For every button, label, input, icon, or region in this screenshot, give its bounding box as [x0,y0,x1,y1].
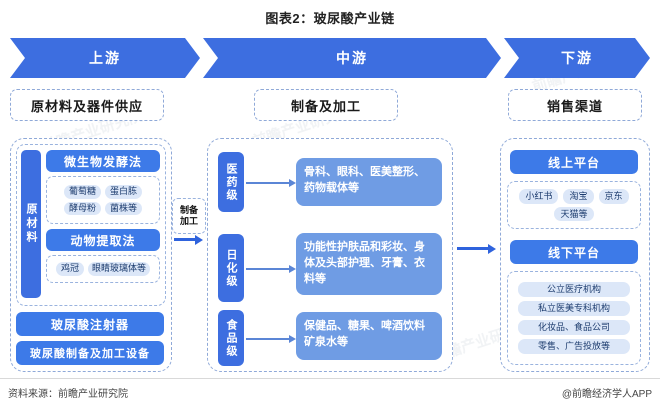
chevron-downstream: 下游 [504,38,650,78]
tag-item: 化妆品、食品公司 [518,320,630,335]
upstream-fermentation-tags: 葡萄糖 蛋白胨 酵母粉 菌株等 [46,176,160,224]
arrow-grade-medical [246,179,296,186]
footer-source: 资料来源：前瞻产业研究院 [8,389,128,400]
upstream-method-fermentation: 微生物发酵法 [46,150,160,172]
downstream-offline-tags: 公立医疗机构 私立医美专科机构 化妆品、食品公司 零售、广告投放等 [507,271,641,365]
tag-item: 天猫等 [554,206,594,222]
arrow-grade-food [246,335,296,342]
footer-divider [0,378,660,379]
chevron-upstream: 上游 [10,38,200,78]
stage-header-midstream: 制备及加工 [254,89,398,121]
arrow-upstream-to-midstream [174,234,203,245]
stage-header-upstream: 原材料及器件供应 [10,89,164,121]
tag-item: 菌株等 [105,201,143,216]
connector-line-2: 加工 [179,216,198,226]
midstream-grade-medical: 医药级 [218,152,244,212]
connector-label-preparation: 制备 加工 [172,198,206,234]
downstream-offline-platform: 线下平台 [510,240,638,264]
tag-item: 酵母粉 [63,201,101,216]
tag-item: 京东 [598,188,629,204]
downstream-online-platform: 线上平台 [510,150,638,174]
chevron-band: 上游 中游 下游 [10,38,650,78]
upstream-device-equipment: 玻尿酸制备及加工设备 [16,341,164,365]
arrow-midstream-to-downstream [457,243,496,254]
midstream-desc-medical: 骨科、眼科、医美整形、药物载体等 [296,158,442,206]
tag-item: 公立医疗机构 [518,282,630,298]
tag-item: 零售、广告投放等 [518,338,630,354]
stage-header-downstream: 销售渠道 [508,89,642,121]
arrow-grade-cosmetic [246,265,296,272]
upstream-animal-tags: 鸡冠 眼睛玻璃体等 [46,255,160,283]
tag-item: 葡萄糖 [63,184,101,199]
midstream-desc-cosmetic: 功能性护肤品和彩妆、身体及头部护理、牙膏、衣料等 [296,233,442,295]
midstream-grade-food: 食品级 [218,310,244,366]
footer-credit: @前瞻经济学人APP [561,389,652,400]
midstream-desc-food: 保健品、糖果、啤酒饮料矿泉水等 [296,312,442,360]
upstream-method-animal-extraction: 动物提取法 [46,229,160,251]
tag-item: 鸡冠 [55,262,84,276]
tag-item: 眼睛玻璃体等 [88,262,151,276]
downstream-online-tags: 小红书 淘宝 京东 天猫等 [507,181,641,229]
upstream-device-injector: 玻尿酸注射器 [16,312,164,336]
chevron-midstream: 中游 [203,38,501,78]
tag-item: 私立医美专科机构 [518,301,630,316]
tag-item: 蛋白胨 [105,184,143,199]
connector-line-1: 制备 [179,204,198,215]
tag-item: 小红书 [519,188,559,204]
midstream-grade-cosmetic: 日化级 [218,234,244,302]
tag-item: 淘宝 [563,188,594,204]
upstream-vertical-label: 原材料 [21,150,41,298]
page-title: 图表2：玻尿酸产业链 [265,11,395,26]
